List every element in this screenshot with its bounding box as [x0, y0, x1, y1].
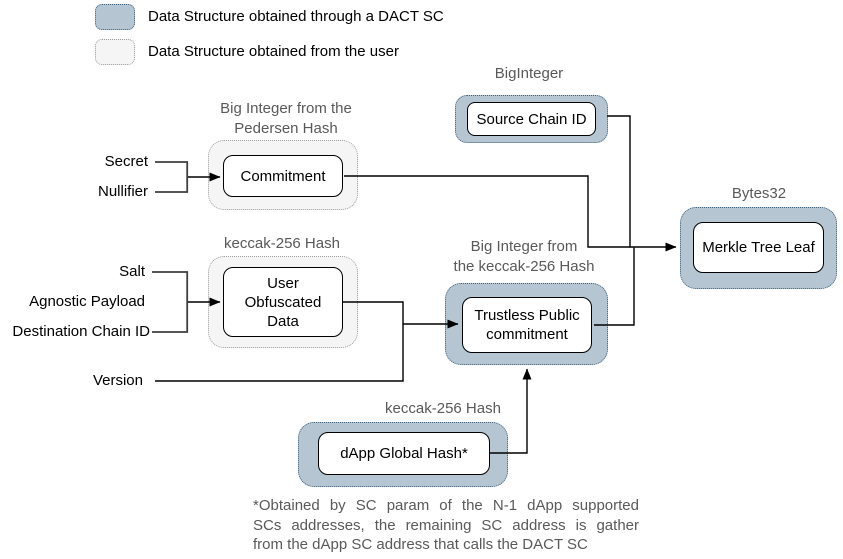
wire-secret-nullifier-bracket: [155, 161, 189, 193]
footnote-line-1: *Obtained by SC param of the N-1 dApp su…: [253, 497, 639, 514]
input-label-secret: Secret: [104, 153, 148, 170]
merkle-tree-leaf-box: Merkle Tree Leaf: [693, 222, 824, 273]
legend-user-label: Data Structure obtained from the user: [148, 43, 399, 60]
commitment-label: Commitment: [240, 167, 326, 185]
user-obfuscated-data-box: User Obfuscated Data: [223, 267, 343, 337]
dapp-global-hash-type-label: keccak-256 Hash: [385, 400, 501, 417]
trustless-public-commitment-type-label: Big Integer from the keccak-256 Hash: [453, 238, 595, 275]
dapp-global-hash-node: dApp Global Hash*: [298, 422, 508, 487]
legend-dact-swatch: [95, 4, 135, 30]
user-obfuscated-data-label: User Obfuscated Data: [244, 274, 322, 330]
merkle-tree-leaf-type-label: Bytes32: [731, 185, 787, 202]
source-chain-id-label: Source Chain ID: [476, 110, 587, 128]
source-chain-id-type-label: BigInteger: [494, 65, 564, 82]
source-chain-id-box: Source Chain ID: [467, 102, 596, 136]
footnote-line-2: SCs addresses, the remaining SC address …: [253, 516, 639, 534]
input-label-salt: Salt: [119, 263, 145, 280]
commitment-box: Commitment: [223, 155, 343, 197]
commitment-type-label: Big Integer from the Pedersen Hash: [220, 100, 352, 137]
dapp-global-hash-label: dApp Global Hash*: [340, 445, 468, 462]
user-obfuscated-data-type-label: keccak-256 Hash: [224, 235, 340, 252]
user-obfuscated-data-node: User Obfuscated Data: [208, 256, 358, 348]
footnote-line-3: from the dApp SC address that calls the …: [253, 536, 588, 553]
trustless-public-commitment-box: Trustless Public commitment: [462, 297, 592, 353]
wire-source-chain-to-junction: [607, 115, 631, 248]
wire-salt-payload-destination-bracket: [152, 271, 189, 333]
dapp-global-hash-box: dApp Global Hash*: [318, 432, 490, 475]
trustless-public-commitment-node: Trustless Public commitment: [445, 283, 608, 365]
input-label-version: Version: [92, 372, 143, 389]
source-chain-id-node: Source Chain ID: [455, 95, 608, 143]
trustless-public-commitment-label: Trustless Public commitment: [474, 307, 580, 343]
legend-dact-label: Data Structure obtained through a DACT S…: [148, 8, 444, 25]
merkle-tree-leaf-label: Merkle Tree Leaf: [702, 239, 815, 256]
input-label-destination-chain-id: Destination Chain ID: [12, 323, 150, 340]
input-label-nullifier: Nullifier: [97, 183, 148, 200]
commitment-node: Commitment: [208, 140, 358, 210]
footnote: *Obtained by SC param of the N-1 dApp su…: [253, 496, 639, 555]
input-label-agnostic-payload: Agnostic Payload: [29, 293, 145, 310]
legend-user-swatch: [95, 39, 135, 65]
merkle-tree-leaf-node: Merkle Tree Leaf: [680, 207, 837, 289]
